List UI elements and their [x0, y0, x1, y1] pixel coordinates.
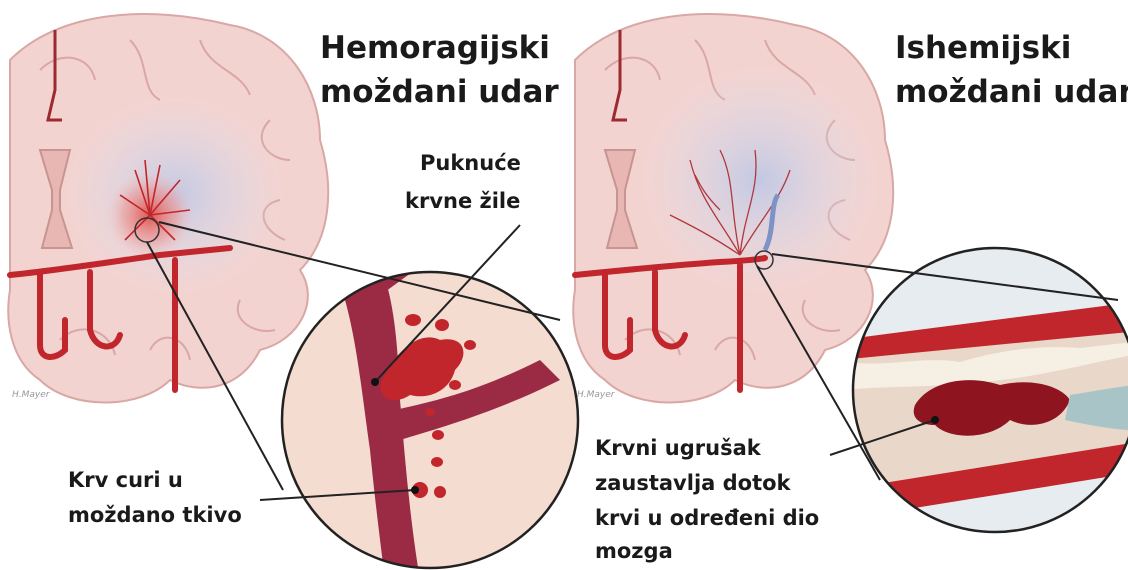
artist-signature-left: H.Mayer	[12, 390, 49, 400]
hemorrhagic-title-line2: moždani udar	[320, 72, 559, 112]
ischemic-title-line1: Ishemijski	[895, 28, 1071, 68]
clot-label-line1: Krvni ugrušak	[595, 433, 761, 463]
hemorrhage-zoom-circle	[282, 250, 578, 570]
bleed-pointer-dot	[411, 486, 419, 494]
artist-signature-right: H.Mayer	[577, 390, 614, 400]
rupture-label-line1: Puknuće	[420, 148, 521, 178]
hemorrhagic-title-line1: Hemoragijski	[320, 28, 550, 68]
clot-label-line2: zaustavlja dotok	[595, 468, 791, 498]
rupture-pointer-dot	[371, 378, 379, 386]
ischemic-brain-section	[573, 14, 893, 402]
clot-label-line4: mozga	[595, 536, 673, 566]
bleed-label-line1: Krv curi u	[68, 465, 183, 495]
ischemia-zoom-circle	[840, 248, 1128, 532]
ischemic-title-line2: moždani udar	[895, 72, 1128, 112]
clot-pointer-dot	[931, 416, 939, 424]
clot-label-line3: krvi u određeni dio	[595, 503, 819, 533]
hemorrhagic-brain-section	[8, 14, 328, 402]
rupture-label-line2: krvne žile	[405, 186, 520, 216]
bleed-label-line2: moždano tkivo	[68, 500, 242, 530]
